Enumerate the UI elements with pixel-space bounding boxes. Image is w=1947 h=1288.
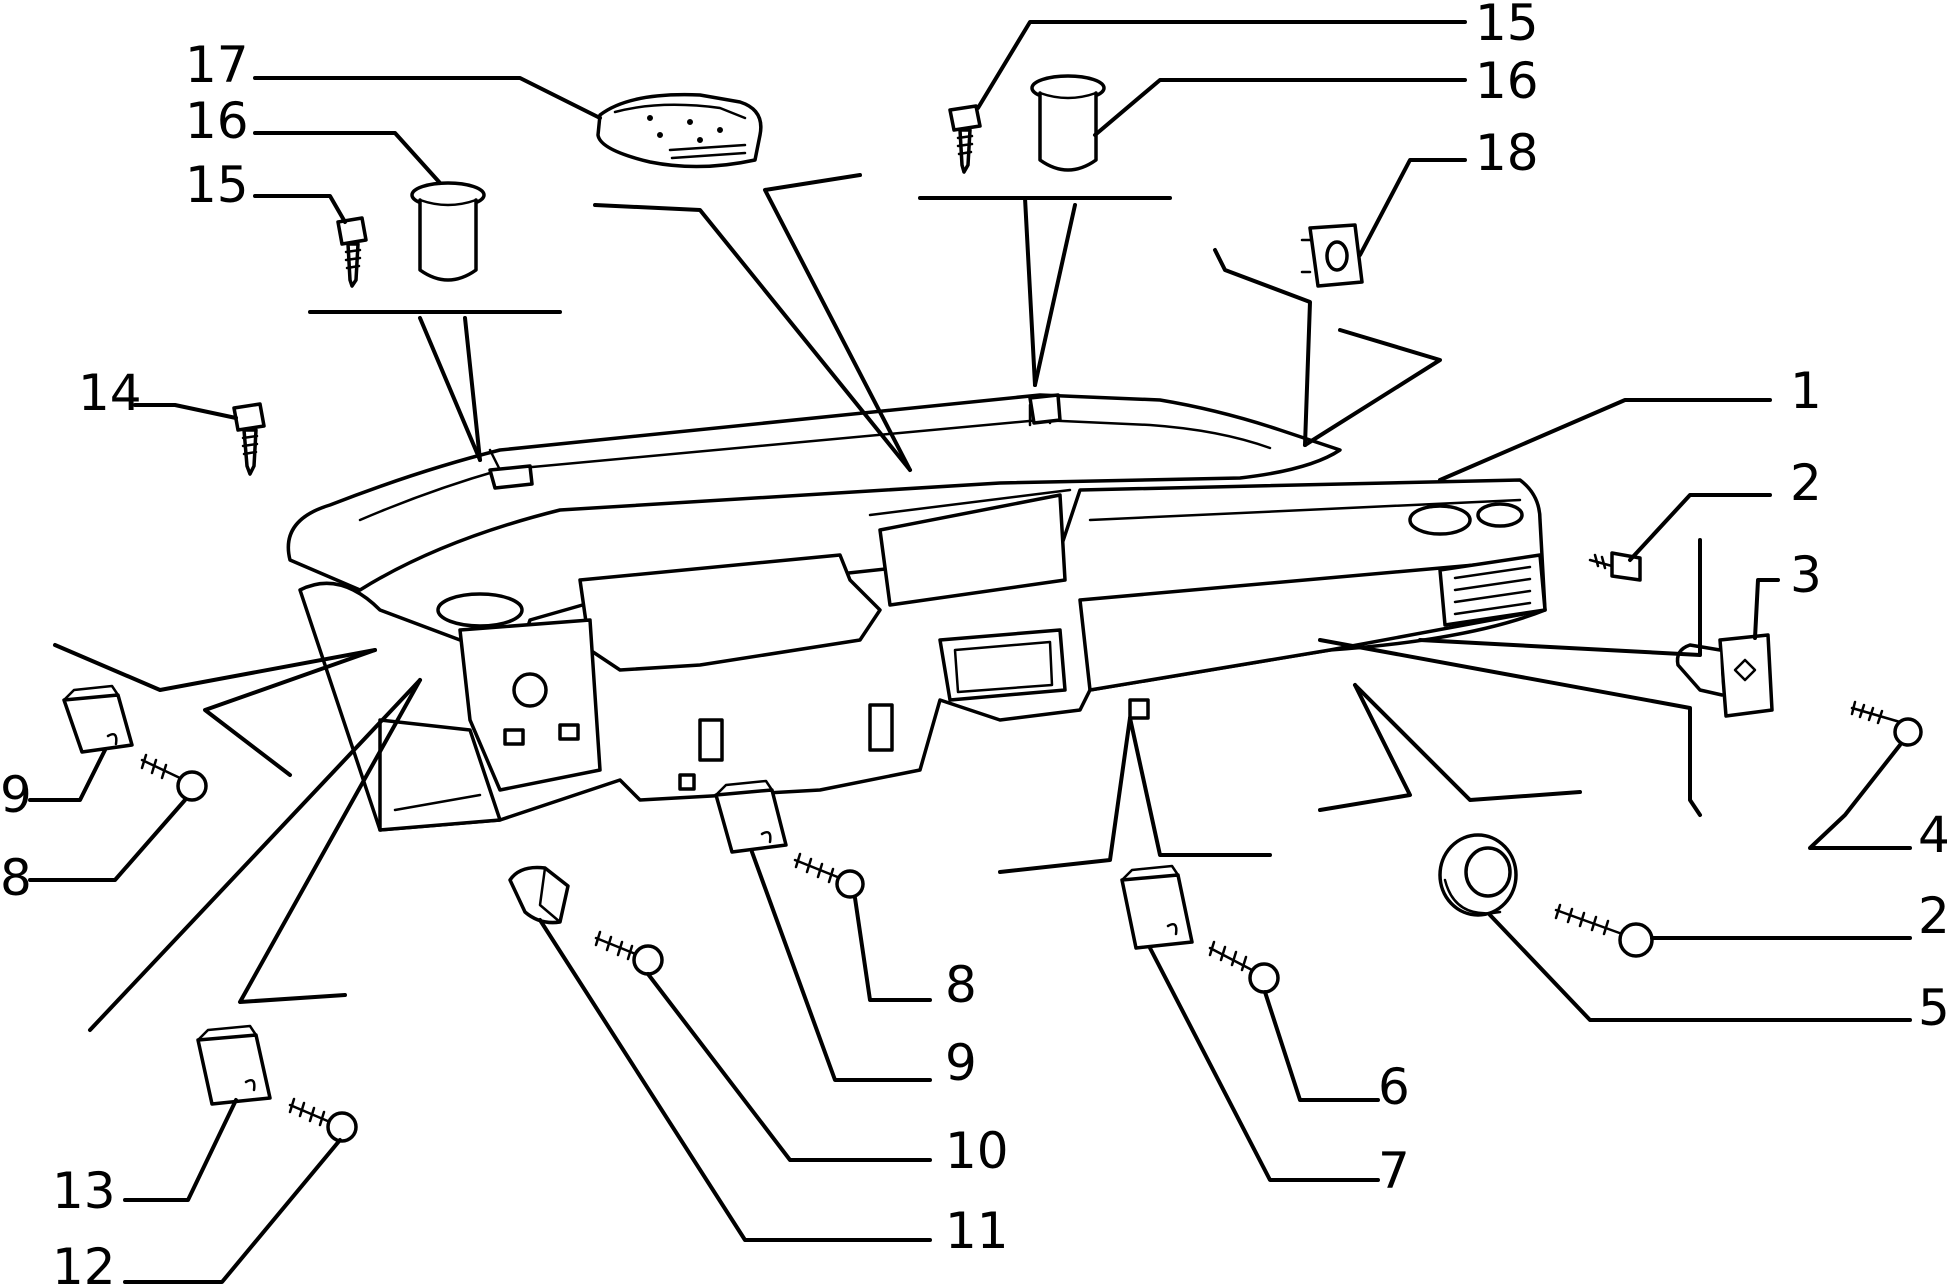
callout-18: 18 bbox=[1475, 124, 1539, 182]
callout-1: 1 bbox=[1790, 362, 1822, 420]
callout-16b: 16 bbox=[1475, 52, 1539, 110]
part-7-clip bbox=[1120, 864, 1194, 950]
callout-15a: 15 bbox=[185, 156, 249, 214]
part-13-clip bbox=[196, 1024, 272, 1106]
callout-15b: 15 bbox=[1475, 0, 1539, 52]
part-10-screw bbox=[594, 930, 664, 976]
callout-11: 11 bbox=[945, 1202, 1009, 1260]
callout-14: 14 bbox=[78, 364, 142, 422]
callout-2b: 2 bbox=[1918, 887, 1947, 945]
part-18-clip bbox=[1300, 223, 1364, 288]
part-16a-plug bbox=[410, 181, 486, 282]
callout-16a: 16 bbox=[185, 92, 249, 150]
callout-10: 10 bbox=[945, 1122, 1009, 1180]
part-3-socket bbox=[1675, 633, 1774, 718]
callout-6: 6 bbox=[1378, 1058, 1410, 1116]
part-16b-plug bbox=[1030, 74, 1106, 172]
callout-7: 7 bbox=[1378, 1142, 1410, 1200]
part-5-grommet bbox=[1438, 833, 1518, 917]
callout-2a: 2 bbox=[1790, 454, 1822, 512]
callout-9a: 9 bbox=[945, 1034, 977, 1092]
part-9b-clip bbox=[714, 779, 788, 854]
part-4-screw bbox=[1850, 700, 1923, 747]
callout-13: 13 bbox=[52, 1162, 116, 1220]
callout-17: 17 bbox=[185, 36, 249, 94]
callout-12: 12 bbox=[52, 1238, 116, 1288]
part-15b-screw bbox=[948, 104, 982, 174]
part-8a-screw bbox=[140, 753, 208, 802]
grouping-brackets bbox=[53, 173, 1702, 1032]
part-8b-screw bbox=[793, 852, 865, 899]
part-12-screw bbox=[288, 1097, 358, 1143]
callout-9b: 9 bbox=[0, 766, 32, 824]
callout-5: 5 bbox=[1918, 979, 1947, 1037]
callout-8a: 8 bbox=[945, 956, 977, 1014]
part-11-bulb-holder bbox=[508, 865, 570, 925]
center-air-vent bbox=[938, 628, 1067, 702]
part-9a-clip bbox=[62, 684, 134, 754]
callout-8b: 8 bbox=[0, 849, 32, 907]
right-air-vent bbox=[1438, 553, 1547, 627]
part-14-screw bbox=[232, 402, 266, 476]
leader-lines bbox=[28, 20, 1912, 1284]
part-6-screw bbox=[1208, 940, 1280, 994]
part-15a-screw bbox=[336, 216, 368, 288]
part-2b-screw bbox=[1554, 903, 1654, 958]
callout-4: 4 bbox=[1918, 806, 1947, 864]
part-17-defroster-grille bbox=[596, 92, 763, 169]
callout-3: 3 bbox=[1790, 546, 1822, 604]
dashboard-panel bbox=[286, 393, 1547, 832]
